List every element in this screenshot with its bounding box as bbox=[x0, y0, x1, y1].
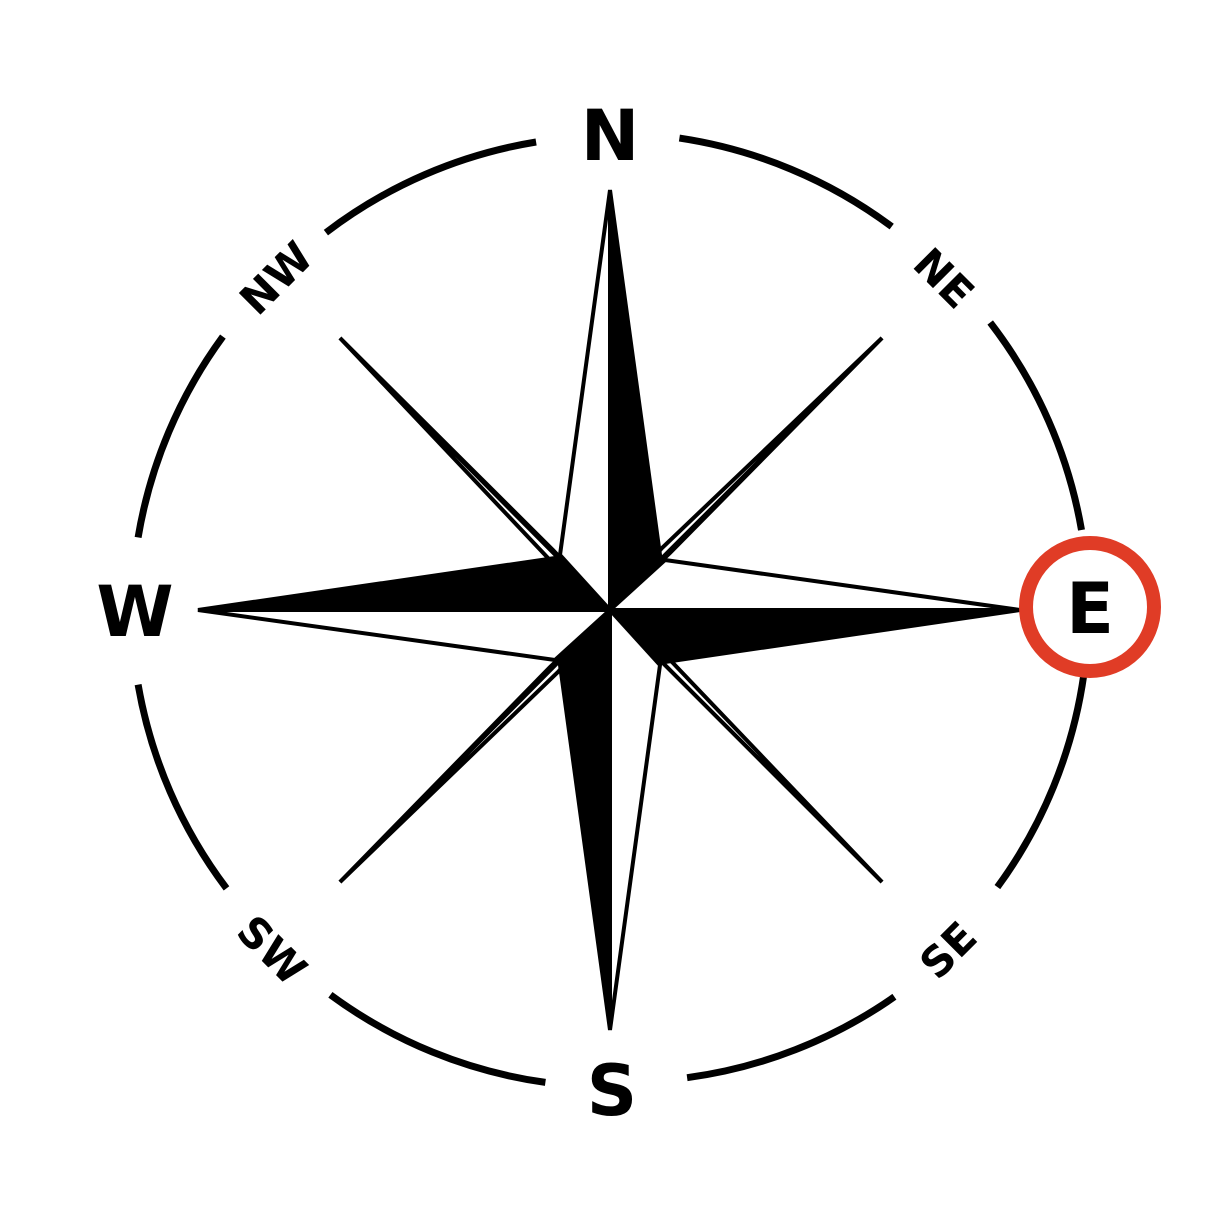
ring-arc-e-se bbox=[994, 674, 1088, 890]
west-label: W bbox=[96, 571, 173, 653]
southwest-label: SW bbox=[227, 906, 316, 995]
west-point-bottom bbox=[197, 608, 616, 663]
south-point-left bbox=[557, 604, 612, 1031]
northeast-label: NE bbox=[904, 238, 984, 318]
cardinal-points bbox=[197, 189, 1021, 1031]
north-point-left bbox=[557, 189, 612, 616]
east-highlight-circle bbox=[1019, 536, 1161, 678]
ring-arc-ne-e bbox=[987, 320, 1085, 531]
southeast-label: SE bbox=[910, 912, 986, 988]
south-point-right bbox=[608, 604, 663, 1031]
ring-arc-n-ne bbox=[678, 134, 894, 230]
northwest-label: NW bbox=[230, 232, 322, 324]
north-point-right bbox=[608, 189, 663, 616]
ring-arc-s-sw bbox=[328, 991, 546, 1086]
ring-arc-nw-n bbox=[323, 138, 537, 236]
compass-ring bbox=[134, 134, 1088, 1086]
east-point-bottom bbox=[604, 608, 1021, 665]
ring-arc-sw-w bbox=[134, 684, 230, 891]
intercardinal-points bbox=[338, 336, 884, 884]
west-point-top bbox=[197, 555, 616, 612]
ring-arc-w-nw bbox=[134, 334, 226, 538]
north-label: N bbox=[581, 95, 640, 177]
east-point-top bbox=[604, 557, 1021, 612]
south-label: S bbox=[587, 1050, 637, 1132]
ring-arc-se-s bbox=[686, 993, 897, 1082]
compass-star bbox=[197, 189, 1021, 1031]
east-label: E bbox=[1066, 568, 1114, 650]
